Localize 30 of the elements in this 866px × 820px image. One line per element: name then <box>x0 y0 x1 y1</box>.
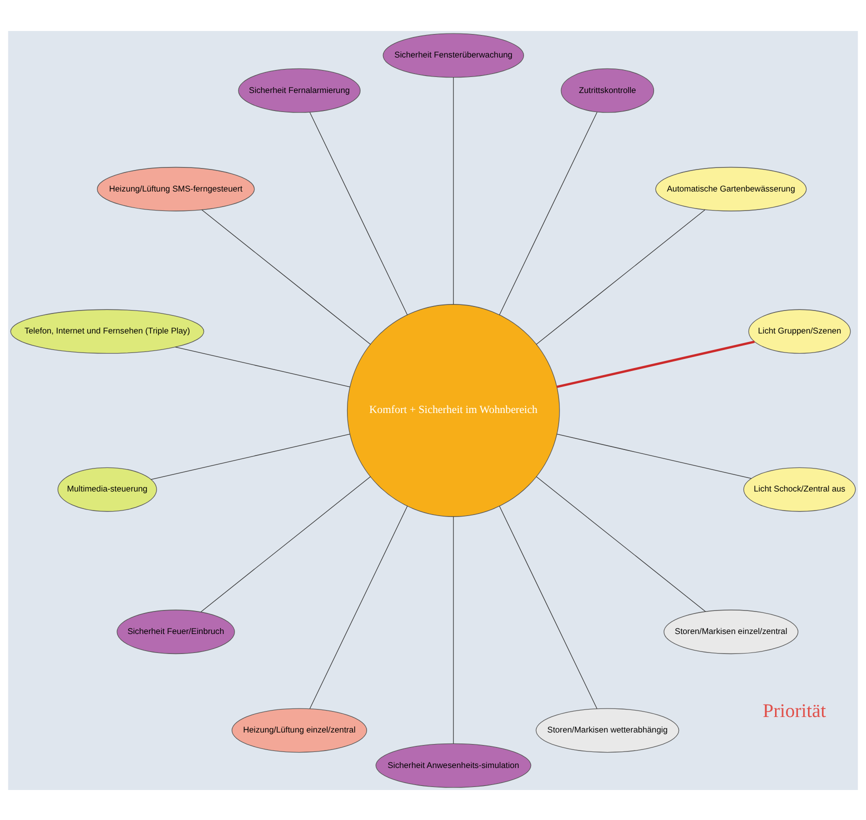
connector <box>310 505 408 708</box>
node-ellipse: Sicherheit Fensterüberwachung <box>382 32 524 78</box>
node-ellipse: Licht Schock/Zentral aus <box>743 466 856 512</box>
node-ellipse: Heizung/Lüftung SMS-ferngesteuert <box>96 166 255 211</box>
connector <box>310 112 408 315</box>
connector <box>453 76 454 304</box>
node-ellipse: Licht Gruppen/Szenen <box>748 308 851 354</box>
connector <box>499 111 598 315</box>
node-ellipse: Heizung/Lüftung einzel/zentral <box>232 708 368 752</box>
connector <box>499 505 598 708</box>
connector <box>150 433 350 480</box>
node-ellipse: Sicherheit Fernalarmierung <box>238 68 361 112</box>
node-ellipse: Automatische Gartenbewässerung <box>655 166 807 211</box>
connector <box>536 476 706 612</box>
node-ellipse: Telefon, Internet und Fernsehen (Triple Play) <box>10 308 204 354</box>
node-ellipse: Zutrittskontrolle <box>560 68 654 112</box>
node-circle: Komfort + Sicherheit im Wohnbereich <box>346 304 560 516</box>
connector <box>175 346 350 387</box>
node-ellipse: Multimedia-steuerung <box>58 466 157 512</box>
connector <box>556 433 752 478</box>
connector <box>202 209 371 344</box>
node-ellipse: Storen/Markisen einzel/zentral <box>664 609 798 654</box>
connector <box>453 516 454 744</box>
node-ellipse: Sicherheit Feuer/Einbruch <box>116 609 235 654</box>
label: Priorität <box>762 700 826 722</box>
connector <box>200 476 371 612</box>
connector <box>536 209 706 344</box>
connector <box>556 340 755 388</box>
node-ellipse: Storen/Markisen wetterabhängig <box>536 708 680 752</box>
node-ellipse: Sicherheit Anwesenheits-simulation <box>376 742 532 788</box>
